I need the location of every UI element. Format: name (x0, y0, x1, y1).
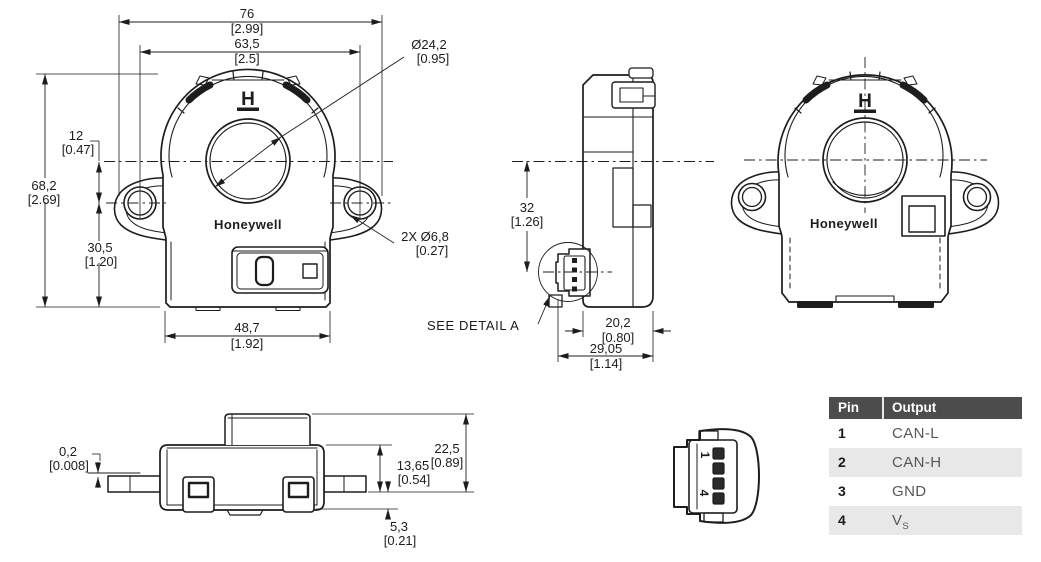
bottom-clip-right (282, 476, 315, 513)
side-top-tab (628, 67, 654, 79)
dim-width-in: [2.99] (231, 21, 264, 36)
pin-output: CAN-H (882, 448, 1022, 477)
pin-number: 2 (838, 454, 846, 470)
detail-a-pin3 (712, 477, 725, 490)
back-knurl-right (899, 81, 928, 104)
side-centerlines (512, 161, 714, 273)
pin-table-header-pin: Pin (838, 400, 860, 415)
back-centerlines (744, 57, 987, 213)
front-connector-block (231, 246, 329, 294)
detail-a-view (673, 428, 760, 524)
front-bore (205, 118, 291, 204)
detail-a-housing (673, 428, 760, 524)
back-knurl-left (802, 81, 831, 104)
dim-holetobase-in: [1.20] (85, 254, 118, 269)
pin-output-text: V (892, 512, 903, 529)
detail-a-pin1-label: 1 (698, 452, 712, 459)
detail-a-pin4-label: 4 (697, 490, 711, 497)
front-knurl-right (282, 81, 311, 104)
table-row: 1 CAN-L (829, 419, 1022, 448)
dim-depthtotal-mm: 29,05 (590, 341, 623, 356)
honeywell-wordmark-back: Honeywell (810, 216, 878, 231)
side-latch (611, 81, 656, 109)
dim-holespan-in: [2.5] (234, 51, 259, 66)
dim-standoff-mm: 0,2 (59, 444, 77, 459)
pin-output-sub: S (902, 521, 910, 532)
back-foot-left (797, 301, 833, 308)
detail-a-pin2 (712, 462, 725, 475)
dim-depthbody-in: [0.80] (602, 330, 635, 345)
detail-a-scope-circle (538, 242, 598, 302)
dim-holespan-mm: 63,5 (234, 36, 259, 51)
back-foot-right (898, 301, 934, 308)
pin-output: CAN-L (882, 419, 1022, 448)
dim-height-in: [2.69] (28, 192, 61, 207)
table-row: 4 VS (829, 506, 1022, 535)
table-row: 2 CAN-H (829, 448, 1022, 477)
side-dimensions (524, 161, 671, 362)
dim-bore-in: [0.95] (417, 51, 450, 66)
bottom-view (87, 413, 367, 516)
dim-mountholes-mm: 2X Ø6,8 (401, 229, 449, 244)
bottom-left-tab (107, 475, 161, 493)
dim-bodyheight-mm: 13,65 (397, 458, 430, 473)
detail-a-pin4 (712, 492, 725, 505)
front-dimensions (36, 15, 405, 343)
pin-number: 1 (838, 425, 846, 441)
dim-height-mm: 68,2 (31, 178, 56, 193)
pin-output: VS (882, 506, 1022, 535)
front-knurl-left (185, 81, 214, 104)
table-row: 3 GND (829, 477, 1022, 506)
dim-centeroffset-mm: 12 (69, 128, 83, 143)
dim-bodyheight-in: [0.54] (398, 472, 431, 487)
front-connector-slot (254, 255, 275, 287)
bottom-right-tab (323, 475, 367, 493)
side-body (582, 74, 654, 308)
bottom-latch-block (224, 413, 311, 446)
pin-output-text: CAN-L (892, 425, 940, 442)
dim-centeroffset-in: [0.47] (62, 142, 95, 157)
honeywell-h-logo-bar-back (854, 109, 876, 113)
pin-number: 3 (838, 483, 846, 499)
dim-clipheight-mm: 5,3 (390, 519, 408, 534)
side-view (538, 67, 656, 308)
dim-basewidth-mm: 48,7 (234, 320, 259, 335)
dim-standoff-in: [0.008] (49, 458, 89, 473)
dim-depthtotal-in: [1.14] (590, 356, 623, 371)
pin-output-text: GND (892, 483, 927, 500)
pin-table-header: Pin Output (829, 397, 1022, 419)
pin-output: GND (882, 477, 1022, 506)
honeywell-h-logo-bar-front (237, 107, 259, 111)
dim-centertopin-in: [1.26] (511, 214, 544, 229)
bottom-clip-left (182, 476, 215, 513)
see-detail-a-callout: SEE DETAIL A (427, 318, 519, 333)
back-view (730, 71, 1000, 308)
side-foot-clip (548, 294, 563, 308)
dim-basewidth-in: [1.92] (231, 336, 264, 351)
honeywell-h-logo-front: H (241, 89, 255, 110)
dim-totalheight-in: [0.89] (431, 455, 464, 470)
pin-number: 4 (838, 512, 846, 528)
dim-depthbody-mm: 20,2 (605, 315, 630, 330)
front-connector-key (302, 263, 318, 279)
pin-table-header-output: Output (882, 397, 1022, 419)
pin-output-table: Pin Output 1 CAN-L 2 CAN-H 3 GND 4 VS (829, 397, 1022, 535)
dim-totalheight-mm: 22,5 (434, 441, 459, 456)
dim-holetobase-mm: 30,5 (87, 240, 112, 255)
dim-clipheight-in: [0.21] (384, 533, 417, 548)
dim-centertopin-mm: 32 (520, 200, 534, 215)
honeywell-wordmark-front: Honeywell (214, 217, 282, 232)
detail-a-pin1 (712, 447, 725, 460)
bottom-dimensions (92, 413, 474, 520)
dim-bore-mm: Ø24,2 (411, 37, 446, 52)
pin-output-text: CAN-H (892, 454, 942, 471)
dim-width-mm: 76 (240, 6, 254, 21)
dim-mountholes-in: [0.27] (416, 243, 449, 258)
